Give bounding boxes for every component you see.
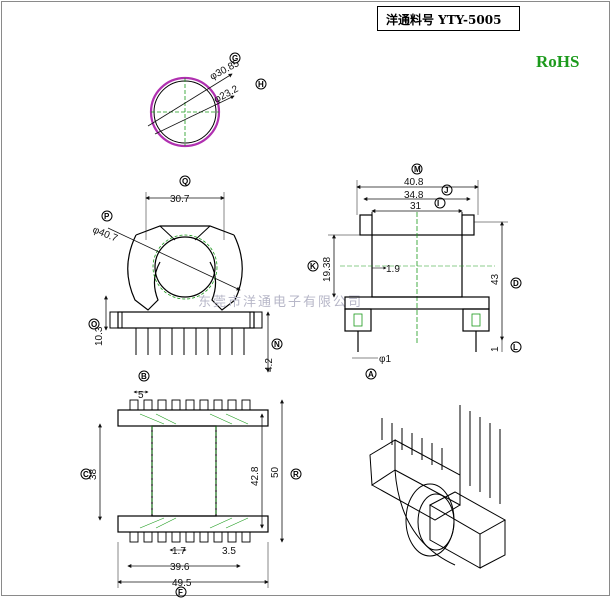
d-height-text: 43 [490,273,501,285]
i-width-text: 31 [410,201,422,212]
pin-gap-text: 3.5 [222,546,236,557]
label-d: D [513,279,519,288]
label-i: I [437,199,439,208]
label-b: B [141,372,147,381]
label-f: F [178,588,183,597]
side-view: 40.8 M 34.8 J 31 I 19.38 K 1.9 43 D 1 L [307,163,522,380]
h-diameter-text: φ23.2 [212,84,240,106]
gap-text: 1.9 [386,264,400,275]
pin-pitch-text: 1.7 [172,546,186,557]
inner-height-text: 42.8 [250,466,261,486]
rohs-label: RoHS [536,52,580,71]
watermark-text: 东莞市洋通电子有限公司 [198,294,363,310]
c-height-text: 38 [88,468,99,480]
f-inner-text: 39.6 [170,562,190,573]
front-view: 30.7 Q φ40.7 P 10.3 O 4.2 N [88,175,283,373]
p-diameter-text: φ40.7 [91,225,120,245]
j-width-text: 34.8 [404,190,424,201]
bore-circle [154,236,216,298]
o-height-text: 10.3 [94,326,105,346]
label-g-circle [229,52,241,64]
label-m: M [414,165,421,174]
n-pin-text: 4.2 [264,358,275,372]
r-height-text: 50 [270,466,281,478]
label-g: G [232,54,238,63]
label-a: A [368,370,374,379]
label-h-circle [255,78,267,90]
f-outer-text: 49.5 [172,578,192,589]
l-offset-text: 1 [490,346,501,352]
label-h: H [258,80,264,89]
q-width-text: 30.7 [170,194,190,205]
label-p: P [104,212,110,221]
pin-dia-text: φ1 [379,354,391,365]
circle-view: φ30.85 φ23.2 G H [147,52,267,148]
label-l: L [513,343,518,352]
top-view: 5 B 38 C 42.8 50 R 1.7 3.5 39.6 F 49.5 [80,370,302,598]
part-number-box: 洋通料号 YTY-5005 [377,6,520,31]
isometric-view [369,405,507,569]
label-o: O [91,320,97,329]
label-r: R [293,470,299,479]
b-pitch-text: 5 [138,390,144,401]
label-j: J [444,186,448,195]
m-width-text: 40.8 [404,177,424,188]
label-c: C [83,470,89,479]
part-number-text: 洋通料号 YTY-5005 [386,13,502,27]
k-height-text: 19.38 [322,257,333,282]
label-k: K [310,262,316,271]
label-q: Q [182,177,188,186]
label-n: N [274,340,280,349]
